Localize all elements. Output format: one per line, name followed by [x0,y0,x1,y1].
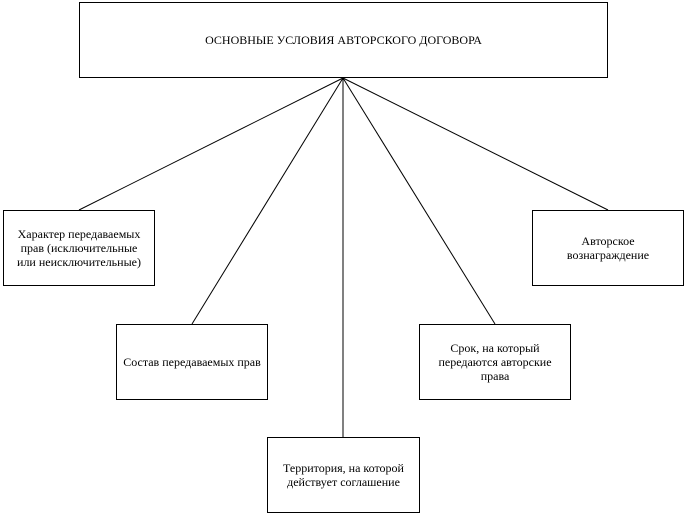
node-term: Срок, на который передаются авторские пр… [419,324,571,400]
connector-root-to-term [342,77,496,325]
node-rights-composition: Состав передаваемых прав [116,324,268,400]
root-node: ОСНОВНЫЕ УСЛОВИЯ АВТОРСКОГО ДОГОВОРА [79,2,608,78]
node-remuneration: Авторское вознаграждение [532,210,684,286]
connector-root-to-character [78,77,344,211]
connector-root-to-remuneration [342,77,609,211]
node-rights-character-label: Характер передаваемых прав (исключительн… [17,227,141,269]
node-remuneration-label: Авторское вознаграждение [566,234,650,262]
node-term-label: Срок, на который передаются авторские пр… [438,341,552,383]
root-node-label: ОСНОВНЫЕ УСЛОВИЯ АВТОРСКОГО ДОГОВОРА [205,33,482,47]
connector-root-to-composition [191,77,344,325]
node-territory: Территория, на которой действует соглаше… [267,437,420,513]
node-territory-label: Территория, на которой действует соглаше… [283,461,404,489]
node-rights-composition-label: Состав передаваемых прав [123,355,261,369]
node-rights-character: Характер передаваемых прав (исключительн… [3,210,155,286]
